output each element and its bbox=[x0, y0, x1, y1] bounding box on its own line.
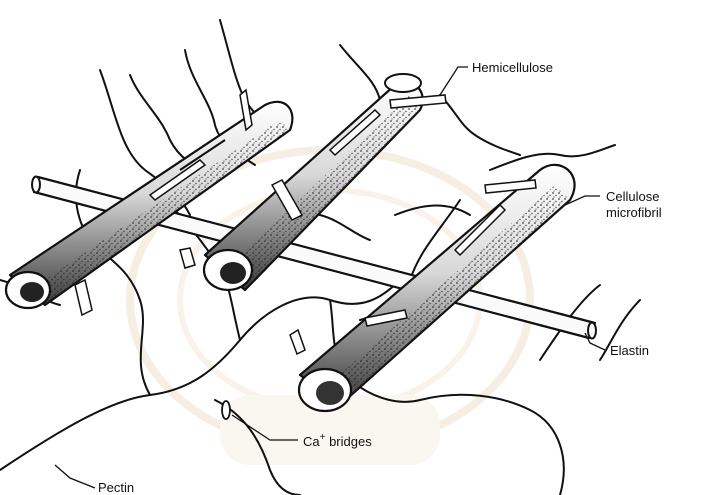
elastin-label: Elastin bbox=[610, 343, 649, 358]
ca-bridge-mark bbox=[222, 401, 230, 419]
hemicellulose-leader bbox=[440, 67, 468, 95]
pectin-leader bbox=[55, 465, 95, 488]
cellulose-label-line2: microfibril bbox=[606, 205, 662, 220]
ca-bridges-label: Ca+ bridges bbox=[303, 432, 372, 449]
cellulose-label-line1: Cellulose bbox=[606, 189, 659, 204]
ca-bridges-suffix: bridges bbox=[325, 434, 372, 449]
hemicellulose-label: Hemicellulose bbox=[472, 60, 553, 75]
ca-text: Ca bbox=[303, 434, 320, 449]
pectin-label: Pectin bbox=[98, 480, 134, 495]
